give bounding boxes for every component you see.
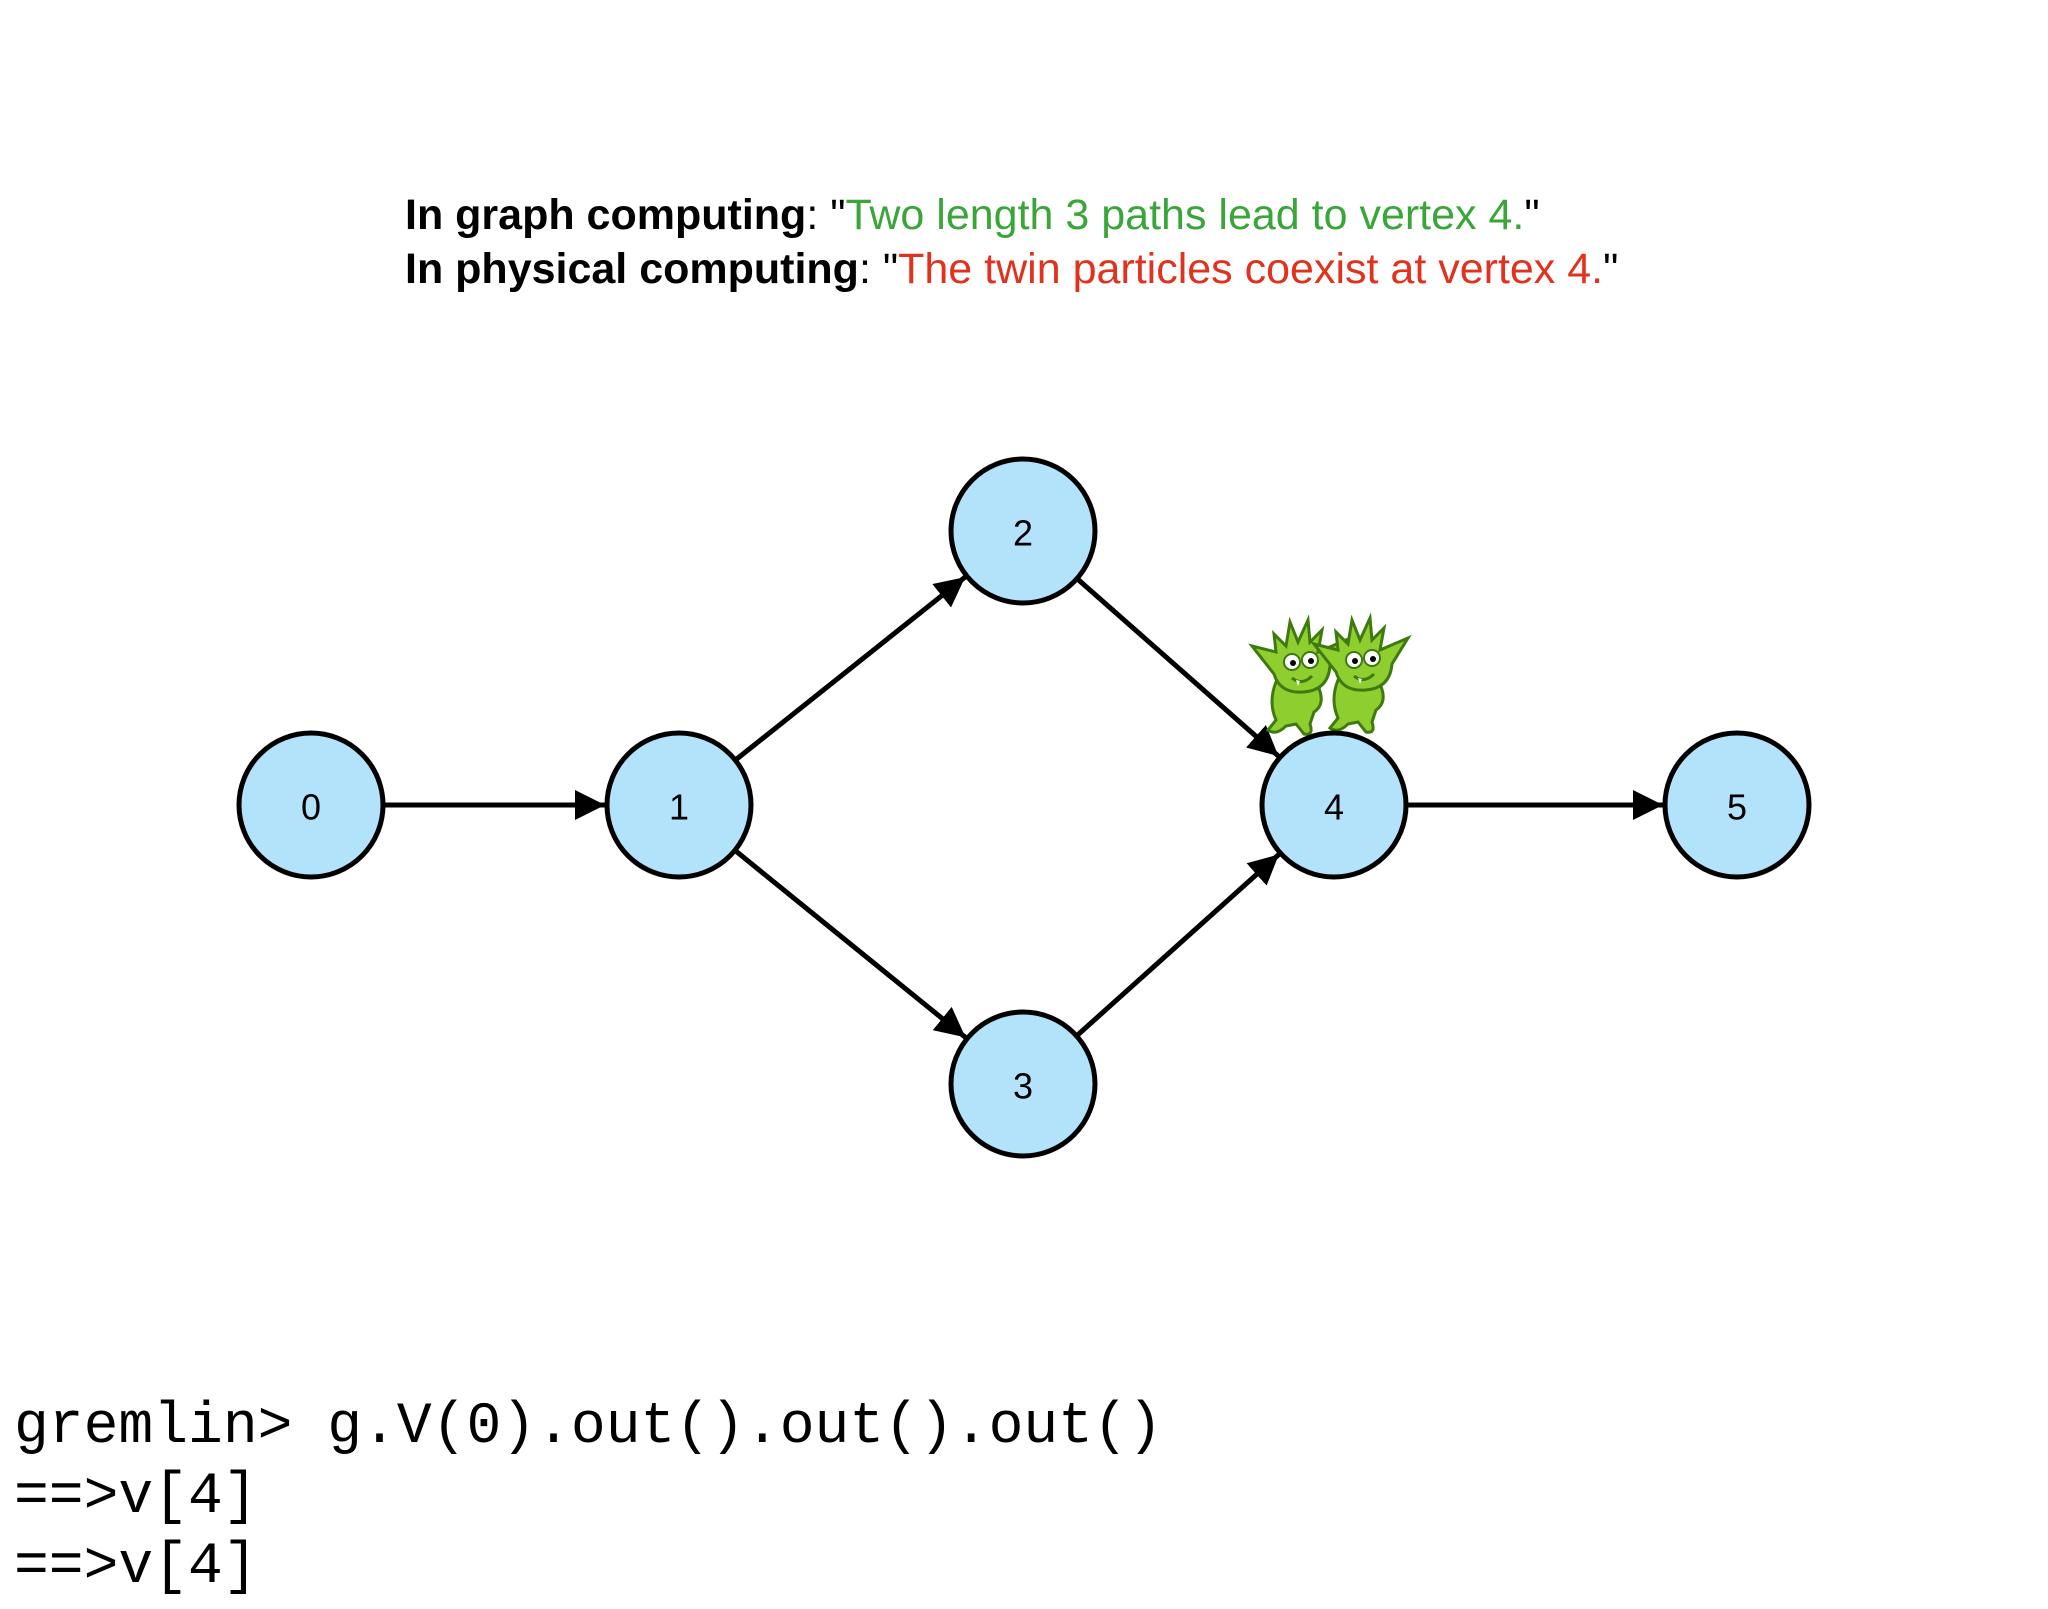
vertex-circle [1662, 730, 1812, 880]
physical-quote: The twin particles coexist at vertex 4. [898, 245, 1604, 293]
vertex-circle [604, 730, 754, 880]
vertex-label: 4 [1324, 787, 1344, 828]
physical-computing-label: In physical computing [405, 245, 859, 293]
vertex-circle [948, 1009, 1098, 1159]
vertex-circle [948, 456, 1098, 606]
edge-1-3 [733, 848, 968, 1040]
edge-2-4 [1075, 576, 1281, 758]
graph-end: " [1524, 191, 1540, 239]
caption-graph-line: In graph computing: "Two length 3 paths … [405, 188, 1618, 242]
vertex-label: 2 [1013, 513, 1033, 554]
vertex-circle [1259, 730, 1409, 880]
vertex-label: 0 [301, 787, 321, 828]
console-prompt: gremlin> [14, 1395, 328, 1460]
console-command: g.V(0).out().out().out() [327, 1395, 1163, 1460]
gremlin-icon [1250, 618, 1348, 736]
caption-physical-line: In physical computing: "The twin particl… [405, 242, 1618, 296]
edge-1-2 [733, 575, 967, 763]
vertex-2: 2 [948, 456, 1098, 606]
vertex-0: 0 [236, 730, 386, 880]
vertex-3: 3 [948, 1009, 1098, 1159]
gremlin-console: gremlin> g.V(0).out().out().out() ==>v[4… [14, 1393, 1163, 1603]
graph-sep: : " [806, 191, 846, 239]
vertex-label: 3 [1013, 1066, 1033, 1107]
vertex-4: 4 [1259, 730, 1409, 880]
caption: In graph computing: "Two length 3 paths … [405, 188, 1618, 296]
physical-end: " [1603, 245, 1619, 293]
vertex-label: 1 [669, 787, 689, 828]
edges [383, 575, 1663, 1040]
traversers [1250, 616, 1410, 736]
vertices: 0 1 2 3 4 5 [236, 456, 1812, 1159]
vertex-circle [236, 730, 386, 880]
console-result-line: ==>v[4] [14, 1535, 258, 1600]
physical-sep: : " [858, 245, 899, 293]
console-result-line: ==>v[4] [14, 1465, 258, 1530]
edge-3-4 [1074, 852, 1281, 1038]
graph-quote: Two length 3 paths lead to vertex 4. [845, 191, 1525, 239]
vertex-label: 5 [1727, 787, 1747, 828]
vertex-5: 5 [1662, 730, 1812, 880]
vertex-1: 1 [604, 730, 754, 880]
graph-computing-label: In graph computing [405, 191, 807, 239]
